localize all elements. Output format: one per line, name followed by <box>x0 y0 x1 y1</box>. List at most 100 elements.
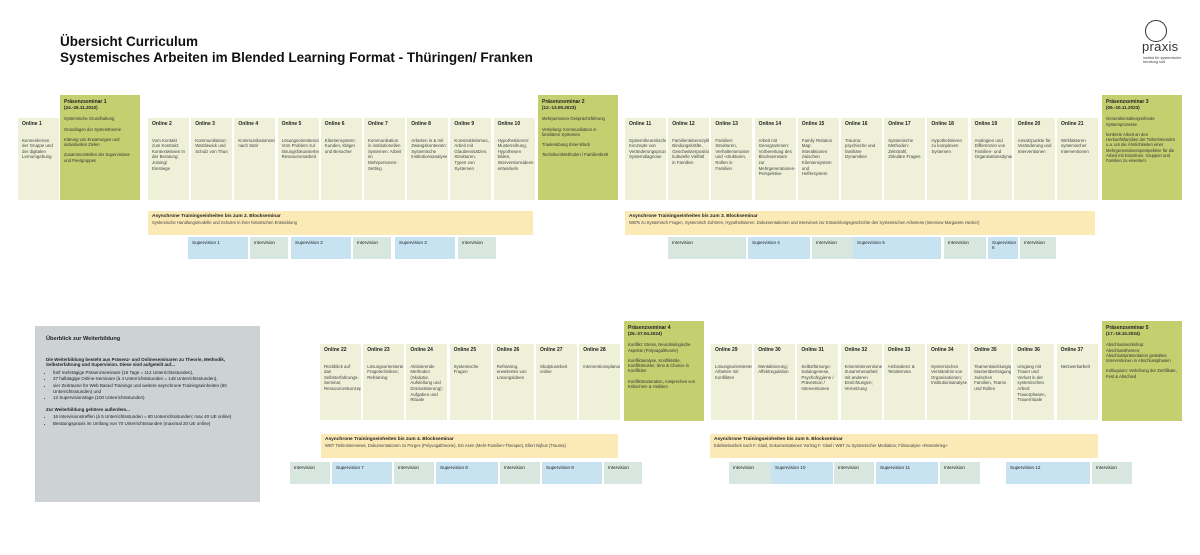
pres-title: Präsenzseminar 4 <box>628 325 671 331</box>
card-title: Online 32 <box>844 347 868 353</box>
card-desc: Hypothetisieren zu komplexen Systemen <box>931 137 962 154</box>
pres-dates: (17.-19.10.2024) <box>1106 331 1140 336</box>
card-title: Online 4 <box>238 121 259 127</box>
card-title: Online 7 <box>368 121 388 127</box>
card-desc: Lösungsorientierung: Vom Problem zur lös… <box>281 137 319 160</box>
card-title: Online 33 <box>887 347 911 353</box>
intervision-block: Intervision <box>290 462 330 484</box>
praesenzseminar-2: Präsenzseminar 2 (12.-13.05.2023) Mehrpe… <box>538 95 618 200</box>
card-title: Online 2 <box>152 121 172 127</box>
card-title: Online 31 <box>801 347 824 353</box>
overview-item: 12 Supervisionstage (100 Unterrichtsstun… <box>53 395 250 401</box>
card-desc: Hypothetisieren: Musterreihung, Hypothes… <box>497 137 534 171</box>
overview-item: Beratungspraxis im Umfang von 70 Unterri… <box>53 421 250 427</box>
intervision-block: Intervision <box>940 462 980 484</box>
async-block-2: Asynchrone Trainingseinheiten bis zum 2.… <box>148 211 533 235</box>
pres-item: Klärung von Erwartungen und individuelle… <box>64 136 120 148</box>
page-title: Übersicht Curriculum Systemisches Arbeit… <box>60 34 533 66</box>
card-title: Online 29 <box>715 347 738 353</box>
async-desc: WBTs zu Systemisch Fragen, Systemisch Zu… <box>629 219 980 225</box>
card-title: Online 6 <box>324 121 345 127</box>
card-desc: Skulpturarbeit online <box>540 363 568 375</box>
card-desc: Lösungsorientierte Fragetechniken; Refra… <box>367 363 404 380</box>
praesenzseminar-4: Präsenzseminar 4 (26.-27.04.2024) Konfli… <box>624 321 704 421</box>
intervision-block: Intervision <box>500 462 540 484</box>
card-title: Online 19 <box>974 121 998 127</box>
intervision-block: Intervision <box>812 237 860 259</box>
praxis-logo: praxis institut für systemische beratung… <box>1140 20 1190 80</box>
card-desc: Trauma: psychische und familiäre Dynamik… <box>845 137 876 160</box>
pres-item: Zusammenstellen der Supervisions- und Pe… <box>64 152 131 163</box>
async-block-4: Asynchrone Trainingseinheiten bis zum 4.… <box>321 434 618 458</box>
async-desc: WBT Tiefeninterviews; Dokumentationen zu… <box>325 442 566 448</box>
card-desc: Reframing, erweitertes von Lösungsideen <box>496 363 527 380</box>
card-desc: Kriseninterventionen: Zusammenarbeit mit… <box>844 363 882 391</box>
praesenzseminar-1: Präsenzseminar 1 (24.-26.11.2022) System… <box>60 95 140 200</box>
pres-title: Präsenzseminar 5 <box>1106 325 1149 331</box>
card-title: Online 23 <box>367 347 390 353</box>
card-title: Online 13 <box>715 121 738 127</box>
card-title: Online 36 <box>1017 347 1040 353</box>
card-title: Online 10 <box>497 121 521 127</box>
supervision-block: Supervision 4 <box>748 237 810 259</box>
card-title: Online 28 <box>583 347 606 353</box>
card-title: Online 9 <box>454 121 475 127</box>
overview-intro-2: Zur Weiterbildung gehören außerdem... <box>46 406 130 412</box>
online-card: Online 18 Hypothetisieren zu komplexen Sy… <box>927 118 969 200</box>
card-desc: Teamentwicklungsphasen: Musterübertragun… <box>974 363 1012 391</box>
logo-word: praxis <box>1142 39 1179 54</box>
card-desc: Kommunikation in institutionellen System… <box>368 137 402 171</box>
card-desc: Family Relation Map: Interaktionen zwisc… <box>801 137 833 177</box>
online-card: Online 10 Hypothetisieren: Musterreihung,… <box>493 118 535 200</box>
card-desc: Aktivierende Methoden (Skulptur, Aufstel… <box>410 363 443 403</box>
card-title: Online 20 <box>1017 121 1041 127</box>
card-desc: Kommunikationsmuster nach Satir <box>238 137 275 149</box>
card-desc: Mentalisierung; Affektregulation <box>758 363 789 375</box>
pres-item: Grundlagen der Systemtheorie <box>64 126 122 132</box>
overview-item: fünf mehrtägige Präsenzseminare (15 Tage… <box>53 370 250 376</box>
supervision-block: Supervision 3 <box>395 237 455 259</box>
card-desc: Familienlebenszyklus, Bindungskräfte, Ge… <box>672 137 710 165</box>
pres-item: Mehrpersonen-Gesprächsführung <box>542 116 605 122</box>
online-1-card: Online 1 Kennenlernen der Gruppe und der… <box>18 118 59 200</box>
card-title: Online 15 <box>801 121 825 127</box>
logo-subtitle: institut für systemische beratung süd <box>1143 56 1182 65</box>
async-title: Asynchrone Trainingseinheiten bis zum 4.… <box>325 437 454 442</box>
online-card: Online 9 Konstruktivismus, Arbeit mit Gla… <box>450 118 492 200</box>
logo-circle-icon <box>1145 20 1167 42</box>
card-title: Online 18 <box>931 121 954 127</box>
online-card: Online 35Teamentwicklungsphasen: Musterü… <box>970 344 1012 420</box>
pres-item: Vertiefung: Kommunikation in familiären … <box>542 126 597 137</box>
supervision-block: Supervision 1 <box>188 237 248 259</box>
card-desc: Ansatzpunkte für Veränderung und Interve… <box>1017 137 1052 154</box>
card-desc: Systemisches Verständnis von Organisatio… <box>931 363 968 386</box>
card-desc: Konstruktivismus, Arbeit mit Glaubenssät… <box>454 137 489 171</box>
intervision-block: Intervision <box>944 237 986 259</box>
pres-dates: (06.-10.11.2023) <box>1106 105 1140 110</box>
card-desc: Wirkfaktoren systemischer Interventionen <box>1061 137 1089 154</box>
supervision-block: Supervision 12 <box>1006 462 1090 484</box>
pres-title: Präsenzseminar 1 <box>64 99 107 105</box>
page-title-line-1: Übersicht Curriculum <box>60 34 199 49</box>
card-title: Online 8 <box>411 121 431 127</box>
card-desc: Rückblick auf das Selbsterfahrungs-Semin… <box>324 363 361 391</box>
supervision-block: Supervision 9 <box>542 462 602 484</box>
pres-item: Konfliktmoderation, Ansprechen von Kriti… <box>628 378 696 390</box>
async-desc: Systemische Handlungsmodelle und Schulen… <box>152 219 298 225</box>
card-title: Online 11 <box>629 121 652 127</box>
card-desc: Netzwerkarbeit <box>1060 363 1090 369</box>
intervision-block: Intervision <box>458 237 496 259</box>
